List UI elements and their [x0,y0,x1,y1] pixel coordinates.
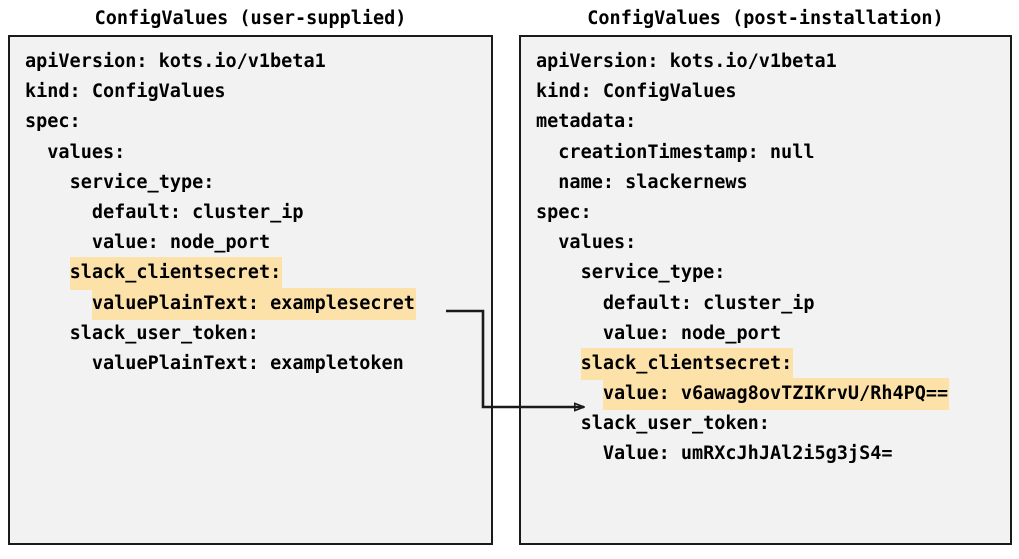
yaml-line-text: value: v6awag8ovTZIKrvU/Rh4PQ== [602,378,950,411]
yaml-line-text: Value: umRXcJhJAl2i5g3jS4= [602,443,893,465]
left-yaml-block: apiVersion: kots.io/v1beta1 kind: ConfigV… [10,46,491,378]
yaml-line: valuePlainText: examplesecret [10,287,491,320]
yaml-line-text: creationTimestamp: null [558,141,815,163]
yaml-line: value: v6awag8ovTZIKrvU/Rh4PQ== [521,378,1010,411]
yaml-line-text: metadata: [536,111,637,133]
yaml-line: default: cluster_ip [521,288,1010,318]
yaml-line: creationTimestamp: null [521,137,1010,167]
yaml-line: spec: [521,197,1010,227]
yaml-line-text: slack_clientsecret: [69,257,283,290]
right-config-values-panel: apiVersion: kots.io/v1beta1 kind: ConfigV… [519,35,1012,545]
yaml-line-text: spec: [536,201,592,223]
yaml-line-text: kind: ConfigValues [25,81,226,103]
yaml-line: Value: umRXcJhJAl2i5g3jS4= [521,438,1010,468]
yaml-line: service_type: [10,167,491,197]
yaml-line-text: spec: [25,111,81,133]
right-yaml-block: apiVersion: kots.io/v1beta1 kind: ConfigV… [521,46,1010,469]
yaml-line-text: kind: ConfigValues [536,81,737,103]
yaml-line: slack_clientsecret: [521,347,1010,381]
yaml-line: values: [521,227,1010,257]
yaml-line-text: values: [47,141,126,163]
yaml-line-text: slack_clientsecret: [580,347,794,381]
yaml-line-text: slack_user_token: [580,413,770,435]
yaml-line-text: name: slackernews [558,171,748,193]
yaml-line: service_type: [521,257,1010,287]
yaml-line-text: value: node_port [602,322,782,344]
yaml-line-text: values: [558,232,637,254]
yaml-line: values: [10,137,491,167]
left-panel-title: ConfigValues (user-supplied) [94,8,407,29]
yaml-line-text: service_type: [69,171,215,193]
yaml-line: spec: [10,106,491,136]
yaml-line: name: slackernews [521,167,1010,197]
yaml-line: slack_user_token: [521,408,1010,438]
yaml-line-text: apiVersion: kots.io/v1beta1 [25,51,326,72]
yaml-line-text: slack_user_token: [69,322,259,344]
left-config-values-panel: apiVersion: kots.io/v1beta1 kind: ConfigV… [8,35,493,545]
yaml-line-text: valuePlainText: exampletoken [91,352,404,374]
yaml-line-text: default: cluster_ip [91,201,304,223]
yaml-line-text: value: node_port [91,232,271,254]
yaml-line-text: service_type: [580,262,726,284]
yaml-line: apiVersion: kots.io/v1beta1 [10,46,491,76]
yaml-line-text: apiVersion: kots.io/v1beta1 [536,51,837,72]
yaml-line: kind: ConfigValues [521,76,1010,106]
yaml-line: kind: ConfigValues [10,76,491,106]
yaml-line: slack_user_token: [10,318,491,348]
yaml-line: value: node_port [10,227,491,257]
yaml-line: metadata: [521,106,1010,136]
right-panel-title: ConfigValues (post-installation) [587,8,944,29]
yaml-line: default: cluster_ip [10,197,491,227]
yaml-line-text: default: cluster_ip [602,292,815,314]
yaml-line: apiVersion: kots.io/v1beta1 [521,46,1010,76]
yaml-line: valuePlainText: exampletoken [10,348,491,378]
yaml-line: value: node_port [521,318,1010,348]
yaml-line: slack_clientsecret: [10,257,491,290]
yaml-line-text: valuePlainText: examplesecret [91,287,416,320]
